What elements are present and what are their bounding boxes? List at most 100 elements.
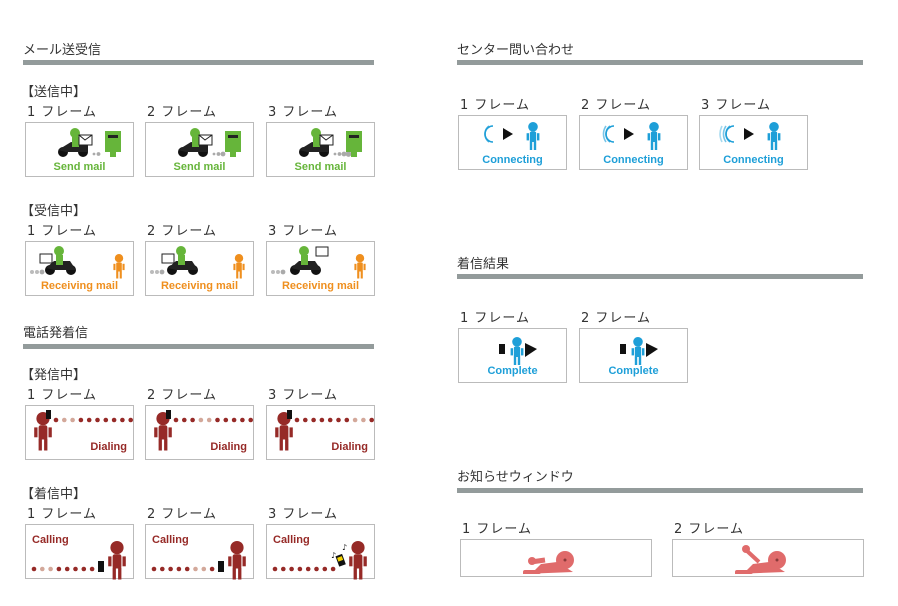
- svg-text:♪: ♪: [331, 551, 336, 560]
- progress-dot: [120, 417, 125, 423]
- frame-label: 3 フレーム: [268, 224, 339, 239]
- animation-frame-send: Send mail: [145, 122, 254, 177]
- progress-dot: [155, 270, 159, 274]
- frame-label: 1 フレーム: [27, 224, 98, 239]
- frame-caption: Calling: [32, 534, 69, 546]
- progress-dot: [190, 417, 195, 423]
- progress-dot: [53, 417, 59, 423]
- mailbox-icon: [225, 131, 241, 157]
- progress-dot: [150, 270, 154, 274]
- progress-dot: [215, 417, 220, 423]
- progress-dot: [240, 417, 245, 423]
- frame-caption: Send mail: [53, 161, 106, 173]
- progress-dot: [341, 151, 347, 157]
- frame-caption: Connecting: [603, 154, 664, 166]
- frame-caption: Send mail: [294, 161, 347, 173]
- mailbox-icon: [105, 131, 121, 157]
- progress-dot: [322, 566, 328, 572]
- animation-frame-connect: Connecting: [458, 115, 567, 170]
- motorbike-icon: [58, 128, 93, 157]
- signal-waves-icon: [484, 125, 494, 143]
- lying-person-icon: [735, 545, 786, 574]
- frame-illustration: ♪♪: [272, 541, 367, 580]
- progress-dot: [272, 566, 278, 572]
- progress-dot: [281, 566, 286, 572]
- envelope-icon: [39, 253, 53, 264]
- frame-label: 2 フレーム: [581, 98, 652, 113]
- section-title: センター問い合わせ: [457, 43, 575, 58]
- frame-label: 1 フレーム: [27, 507, 98, 522]
- section-divider: [23, 60, 374, 65]
- envelope-icon: [315, 246, 329, 257]
- animation-frame-dial: Dialing: [145, 405, 254, 460]
- frame-label: 2 フレーム: [581, 311, 652, 326]
- signal-waves-icon: [719, 125, 735, 143]
- frame-illustration: [275, 410, 374, 451]
- progress-dot: [103, 417, 109, 423]
- progress-dot: [73, 566, 78, 572]
- satellite-dish-icon: [525, 343, 537, 357]
- progress-dot: [159, 269, 165, 275]
- frame-caption: Dialing: [90, 441, 127, 453]
- animation-frame-dial: Dialing: [266, 405, 375, 460]
- frame-illustration: [523, 551, 574, 574]
- group-label: 【着信中】: [21, 487, 87, 502]
- progress-dot: [280, 269, 286, 275]
- phone-icon: [98, 561, 104, 572]
- motorbike-icon: [161, 246, 198, 275]
- frame-illustration: [31, 541, 126, 580]
- progress-dot: [201, 566, 207, 572]
- progress-dot: [305, 566, 311, 572]
- progress-dot: [62, 417, 67, 423]
- frame-illustration: [620, 337, 658, 365]
- person-icon: [108, 541, 126, 580]
- animation-frame-call: ♪♪Calling: [266, 524, 375, 580]
- frame-label: 2 フレーム: [147, 507, 218, 522]
- animation-frame-connect: Connecting: [579, 115, 688, 170]
- progress-dot: [184, 566, 190, 572]
- frame-caption: Connecting: [723, 154, 784, 166]
- progress-dot: [220, 151, 226, 157]
- progress-dot: [337, 152, 342, 156]
- animation-frame-receive: Receiving mail: [145, 241, 254, 296]
- person-icon: [233, 254, 245, 279]
- progress-dot: [289, 566, 294, 572]
- progress-dot: [303, 417, 308, 423]
- progress-dot: [56, 566, 62, 572]
- progress-dot: [330, 566, 336, 572]
- person-icon: [228, 541, 246, 580]
- progress-dot: [111, 417, 117, 423]
- progress-dot: [128, 417, 133, 423]
- progress-dot: [333, 152, 337, 156]
- phone-icon: [218, 561, 224, 572]
- progress-dot: [216, 152, 221, 156]
- lying-person-icon: [523, 551, 574, 574]
- progress-dot: [176, 566, 182, 572]
- animation-frame-send: Send mail: [25, 122, 134, 177]
- satellite-dish-icon: [503, 128, 513, 140]
- phone-icon: [166, 410, 171, 419]
- frame-label: 3 フレーム: [268, 507, 339, 522]
- progress-dot: [294, 417, 300, 423]
- progress-dot: [92, 152, 96, 156]
- progress-dot: [40, 566, 45, 572]
- frame-label: 3 フレーム: [701, 98, 772, 113]
- person-icon: [510, 337, 524, 365]
- animation-frame-receive: Receiving mail: [25, 241, 134, 296]
- progress-dot: [78, 417, 84, 423]
- group-label: 【発信中】: [21, 368, 87, 383]
- frame-illustration: [34, 410, 133, 451]
- frame-illustration: [499, 337, 537, 365]
- progress-dot: [173, 417, 179, 423]
- frame-illustration: [719, 122, 781, 150]
- progress-dot: [271, 270, 275, 274]
- section-divider: [457, 488, 863, 493]
- mailbox-icon: [346, 131, 362, 157]
- progress-dot: [89, 566, 95, 572]
- frame-caption: Calling: [273, 534, 310, 546]
- frame-label: 2 フレーム: [147, 388, 218, 403]
- section-title: 着信結果: [457, 257, 510, 272]
- progress-dot: [198, 417, 204, 423]
- frame-caption: Receiving mail: [281, 280, 360, 292]
- svg-text:♪: ♪: [342, 543, 347, 552]
